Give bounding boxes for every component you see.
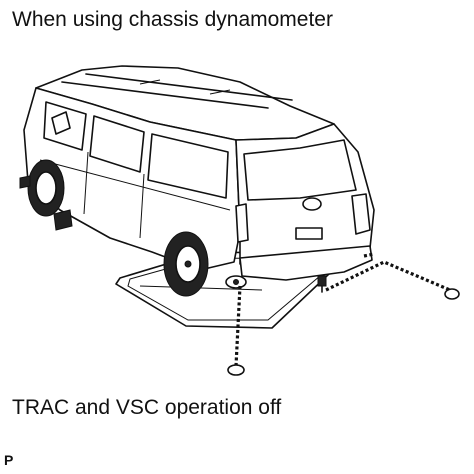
figure-code: P xyxy=(4,452,14,468)
vehicle-on-dynamometer-illustration xyxy=(19,65,460,376)
rear-wheel xyxy=(163,231,209,297)
wheel-chock xyxy=(19,175,73,231)
front-wheel xyxy=(27,159,65,217)
operation-note: TRAC and VSC operation off xyxy=(12,396,282,419)
dynamometer-roller-icon xyxy=(225,275,247,289)
diagram-title: When using chassis dynamometer xyxy=(12,8,333,31)
tie-down-chain-icon xyxy=(227,252,460,376)
